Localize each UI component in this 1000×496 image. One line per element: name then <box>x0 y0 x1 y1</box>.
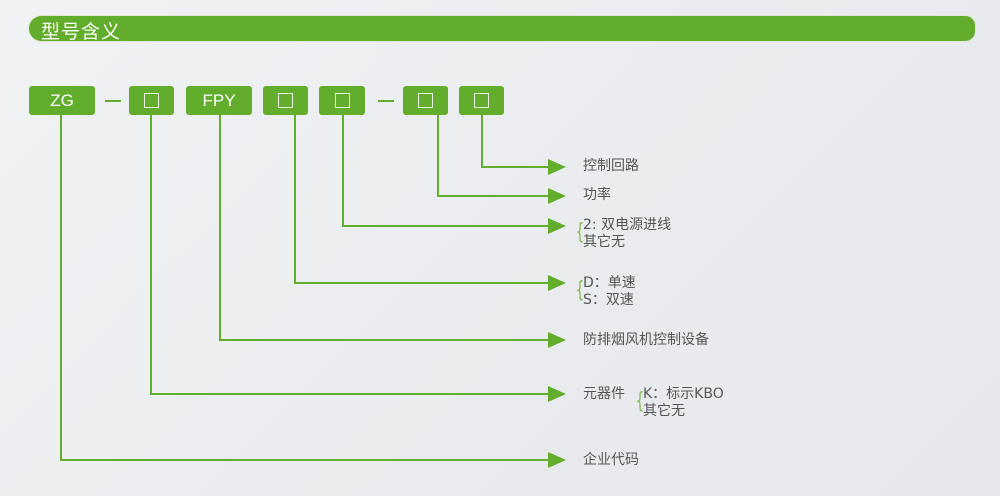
line-component <box>150 115 550 395</box>
label-power: 功率 <box>583 187 611 203</box>
label-dual-power: { 2: 双电源进线 其它无 <box>576 217 672 251</box>
placeholder-square-icon <box>334 92 350 108</box>
option: D：单速 <box>583 275 636 291</box>
line-power <box>437 115 550 197</box>
code-component <box>129 86 174 115</box>
option: 其它无 <box>583 234 625 250</box>
section-title: 型号含义 <box>41 21 122 43</box>
code-device: FPY <box>186 86 252 115</box>
line-company <box>60 115 550 461</box>
arrow-icon <box>548 386 566 402</box>
code-power <box>403 86 448 115</box>
label-speed: { D：单速 S：双速 <box>576 275 636 309</box>
line-control-circuit <box>481 115 550 168</box>
option: 其它无 <box>643 403 685 419</box>
component-title: 元器件 <box>583 386 625 402</box>
option: K：标示KBO <box>643 386 724 402</box>
arrow-icon <box>548 188 566 204</box>
placeholder-square-icon <box>418 92 433 108</box>
placeholder-square-icon <box>474 92 489 108</box>
arrow-icon <box>548 332 566 348</box>
code-control-circuit <box>459 86 504 115</box>
code-dual-power <box>319 86 365 115</box>
dash <box>378 100 394 102</box>
section-header: 型号含义 <box>29 16 975 43</box>
placeholder-square-icon <box>278 92 293 108</box>
brace: { <box>575 220 585 245</box>
arrow-icon <box>548 159 566 175</box>
code-speed <box>263 86 308 115</box>
label-control-circuit: 控制回路 <box>583 158 639 174</box>
label-device: 防排烟风机控制设备 <box>583 332 709 348</box>
arrow-icon <box>548 218 566 234</box>
line-device <box>219 115 550 341</box>
arrow-icon <box>548 275 566 291</box>
placeholder-square-icon <box>144 92 159 108</box>
option: 2: 双电源进线 <box>583 217 672 233</box>
line-speed <box>294 115 550 284</box>
code-company: ZG <box>29 86 95 115</box>
line-dual-power <box>342 115 550 227</box>
option: S：双速 <box>583 292 634 308</box>
label-company: 企业代码 <box>583 452 639 468</box>
arrow-icon <box>548 452 566 468</box>
dash <box>105 100 121 102</box>
brace: { <box>575 278 585 303</box>
brace: { <box>635 389 645 414</box>
label-component: 元器件 { K：标示KBO 其它无 <box>583 386 724 419</box>
